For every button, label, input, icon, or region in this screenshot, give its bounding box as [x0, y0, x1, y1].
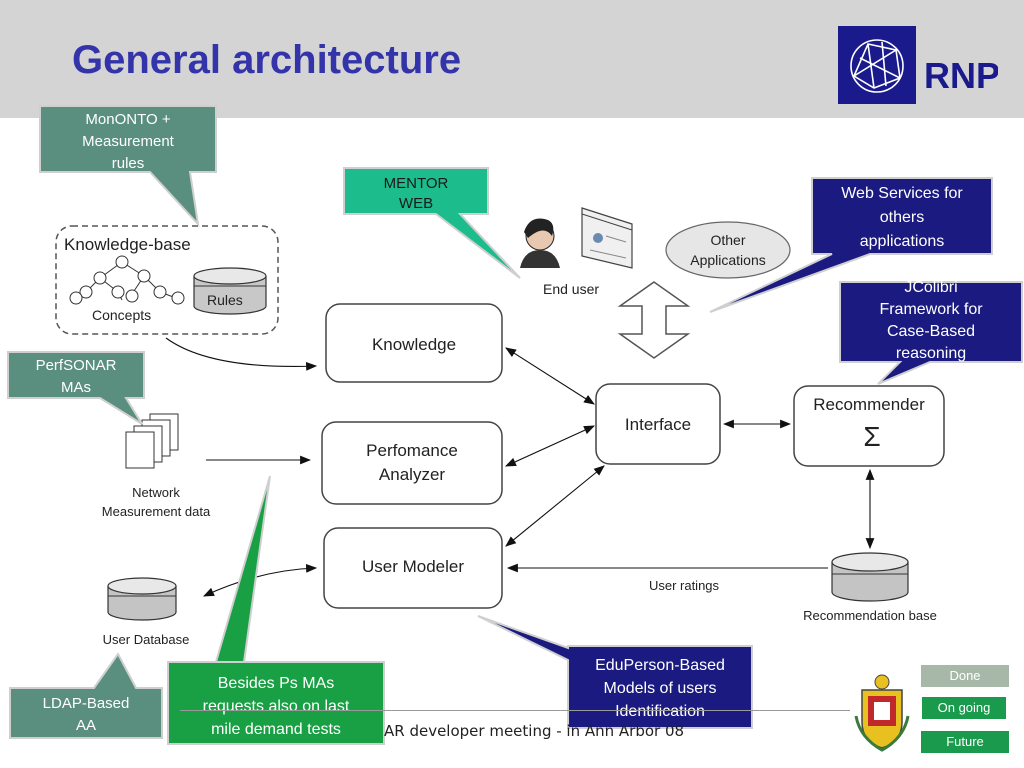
svg-text:MonONTO +: MonONTO + [85, 111, 170, 128]
svg-text:others: others [880, 209, 924, 226]
user-modeler-box [323, 527, 503, 609]
svg-text:WEB: WEB [399, 195, 433, 212]
svg-text:applications: applications [860, 233, 945, 250]
recommender-box [793, 385, 945, 467]
logo-text: RNP [924, 55, 998, 96]
svg-text:Case-Based: Case-Based [887, 323, 975, 340]
callout-monto: MonONTO + Measurement rules [39, 105, 217, 228]
svg-text:Framework for: Framework for [879, 301, 983, 318]
recommendation-base-icon [831, 552, 909, 602]
end-user-label: End user [543, 281, 599, 297]
status-ongoing-badge: On going [920, 695, 1008, 721]
kb-to-knowledge-arrow [165, 337, 318, 371]
svg-text:mile demand tests: mile demand tests [211, 721, 341, 738]
svg-text:MENTOR: MENTOR [384, 175, 449, 192]
user-database-icon [107, 577, 177, 621]
interface-box [595, 383, 721, 465]
modeler-database-arrow [203, 563, 318, 597]
svg-text:MAs: MAs [61, 379, 91, 396]
rnp-logo: RNP [838, 26, 998, 104]
concepts-tree-icon [69, 255, 185, 305]
interface-double-arrow [617, 281, 691, 359]
svg-text:LDAP-Based: LDAP-Based [43, 695, 130, 712]
user-ratings-label: User ratings [649, 578, 720, 593]
performance-analyzer-box [321, 421, 503, 505]
knowledge-base-label: Knowledge-base [64, 235, 191, 254]
other-applications-ellipse [665, 221, 791, 279]
callout-perfsonar: PerfSONAR MAs [7, 351, 145, 425]
callout-eduperson: EduPerson-Based Models of users Identifi… [477, 615, 753, 729]
footer-divider [180, 710, 850, 711]
svg-text:PerfSONAR: PerfSONAR [36, 357, 117, 374]
knowledge-box [325, 303, 503, 383]
recommendation-base-label: Recommendation base [803, 608, 937, 623]
perf-analyzer-line2: Analyzer [379, 465, 445, 484]
user-modeler-label: User Modeler [362, 557, 464, 576]
status-done-badge: Done [920, 664, 1010, 688]
svg-text:requests also on last: requests also on last [203, 698, 350, 715]
perf-analyzer-line1: Perfomance [366, 441, 458, 460]
rules-database-icon [193, 267, 267, 315]
concepts-label: Concepts [92, 307, 151, 323]
network-label-line2: Measurement data [102, 504, 211, 519]
svg-text:Web Services for: Web Services for [841, 185, 963, 202]
svg-text:Besides Ps MAs: Besides Ps MAs [218, 675, 334, 692]
svg-text:rules: rules [112, 155, 145, 172]
svg-text:Measurement: Measurement [82, 133, 175, 150]
svg-text:reasoning: reasoning [896, 345, 966, 362]
svg-text:JColibri: JColibri [904, 279, 957, 296]
svg-text:EduPerson-Based: EduPerson-Based [595, 657, 725, 674]
status-future-badge: Future [920, 730, 1010, 754]
network-documents-icon [125, 413, 179, 469]
university-crest-icon [854, 674, 910, 752]
modeler-interface-arrow [505, 465, 605, 547]
callout-mentor-web: MENTOR WEB [343, 167, 521, 279]
user-database-label: User Database [103, 632, 190, 647]
svg-text:AA: AA [76, 717, 96, 734]
svg-text:Identification: Identification [615, 703, 705, 720]
rules-label: Rules [207, 292, 243, 308]
callout-web-services: Web Services for others applications [709, 177, 993, 313]
browser-window-icon [581, 207, 633, 269]
end-user-icon [520, 218, 560, 268]
other-apps-line1: Other [710, 232, 745, 248]
callout-ldap: LDAP-Based AA [9, 652, 163, 739]
interface-label: Interface [625, 415, 691, 434]
slide-title: General architecture [72, 38, 462, 82]
footer-text: AR developer meeting - in Ann Arbor 08 [384, 722, 685, 740]
network-label-line1: Network [132, 485, 180, 500]
recommender-label: Recommender [813, 395, 925, 414]
knowledge-base-group: Knowledge-base Concepts [55, 225, 279, 335]
other-apps-line2: Applications [690, 252, 766, 268]
knowledge-interface-arrow [505, 347, 595, 405]
sigma-symbol: Σ [863, 421, 880, 452]
callout-jcolibri: JColibri Framework for Case-Based reason… [839, 279, 1023, 385]
knowledge-box-label: Knowledge [372, 335, 456, 354]
perf-interface-arrow [504, 425, 596, 467]
svg-text:Models of users: Models of users [604, 680, 717, 697]
